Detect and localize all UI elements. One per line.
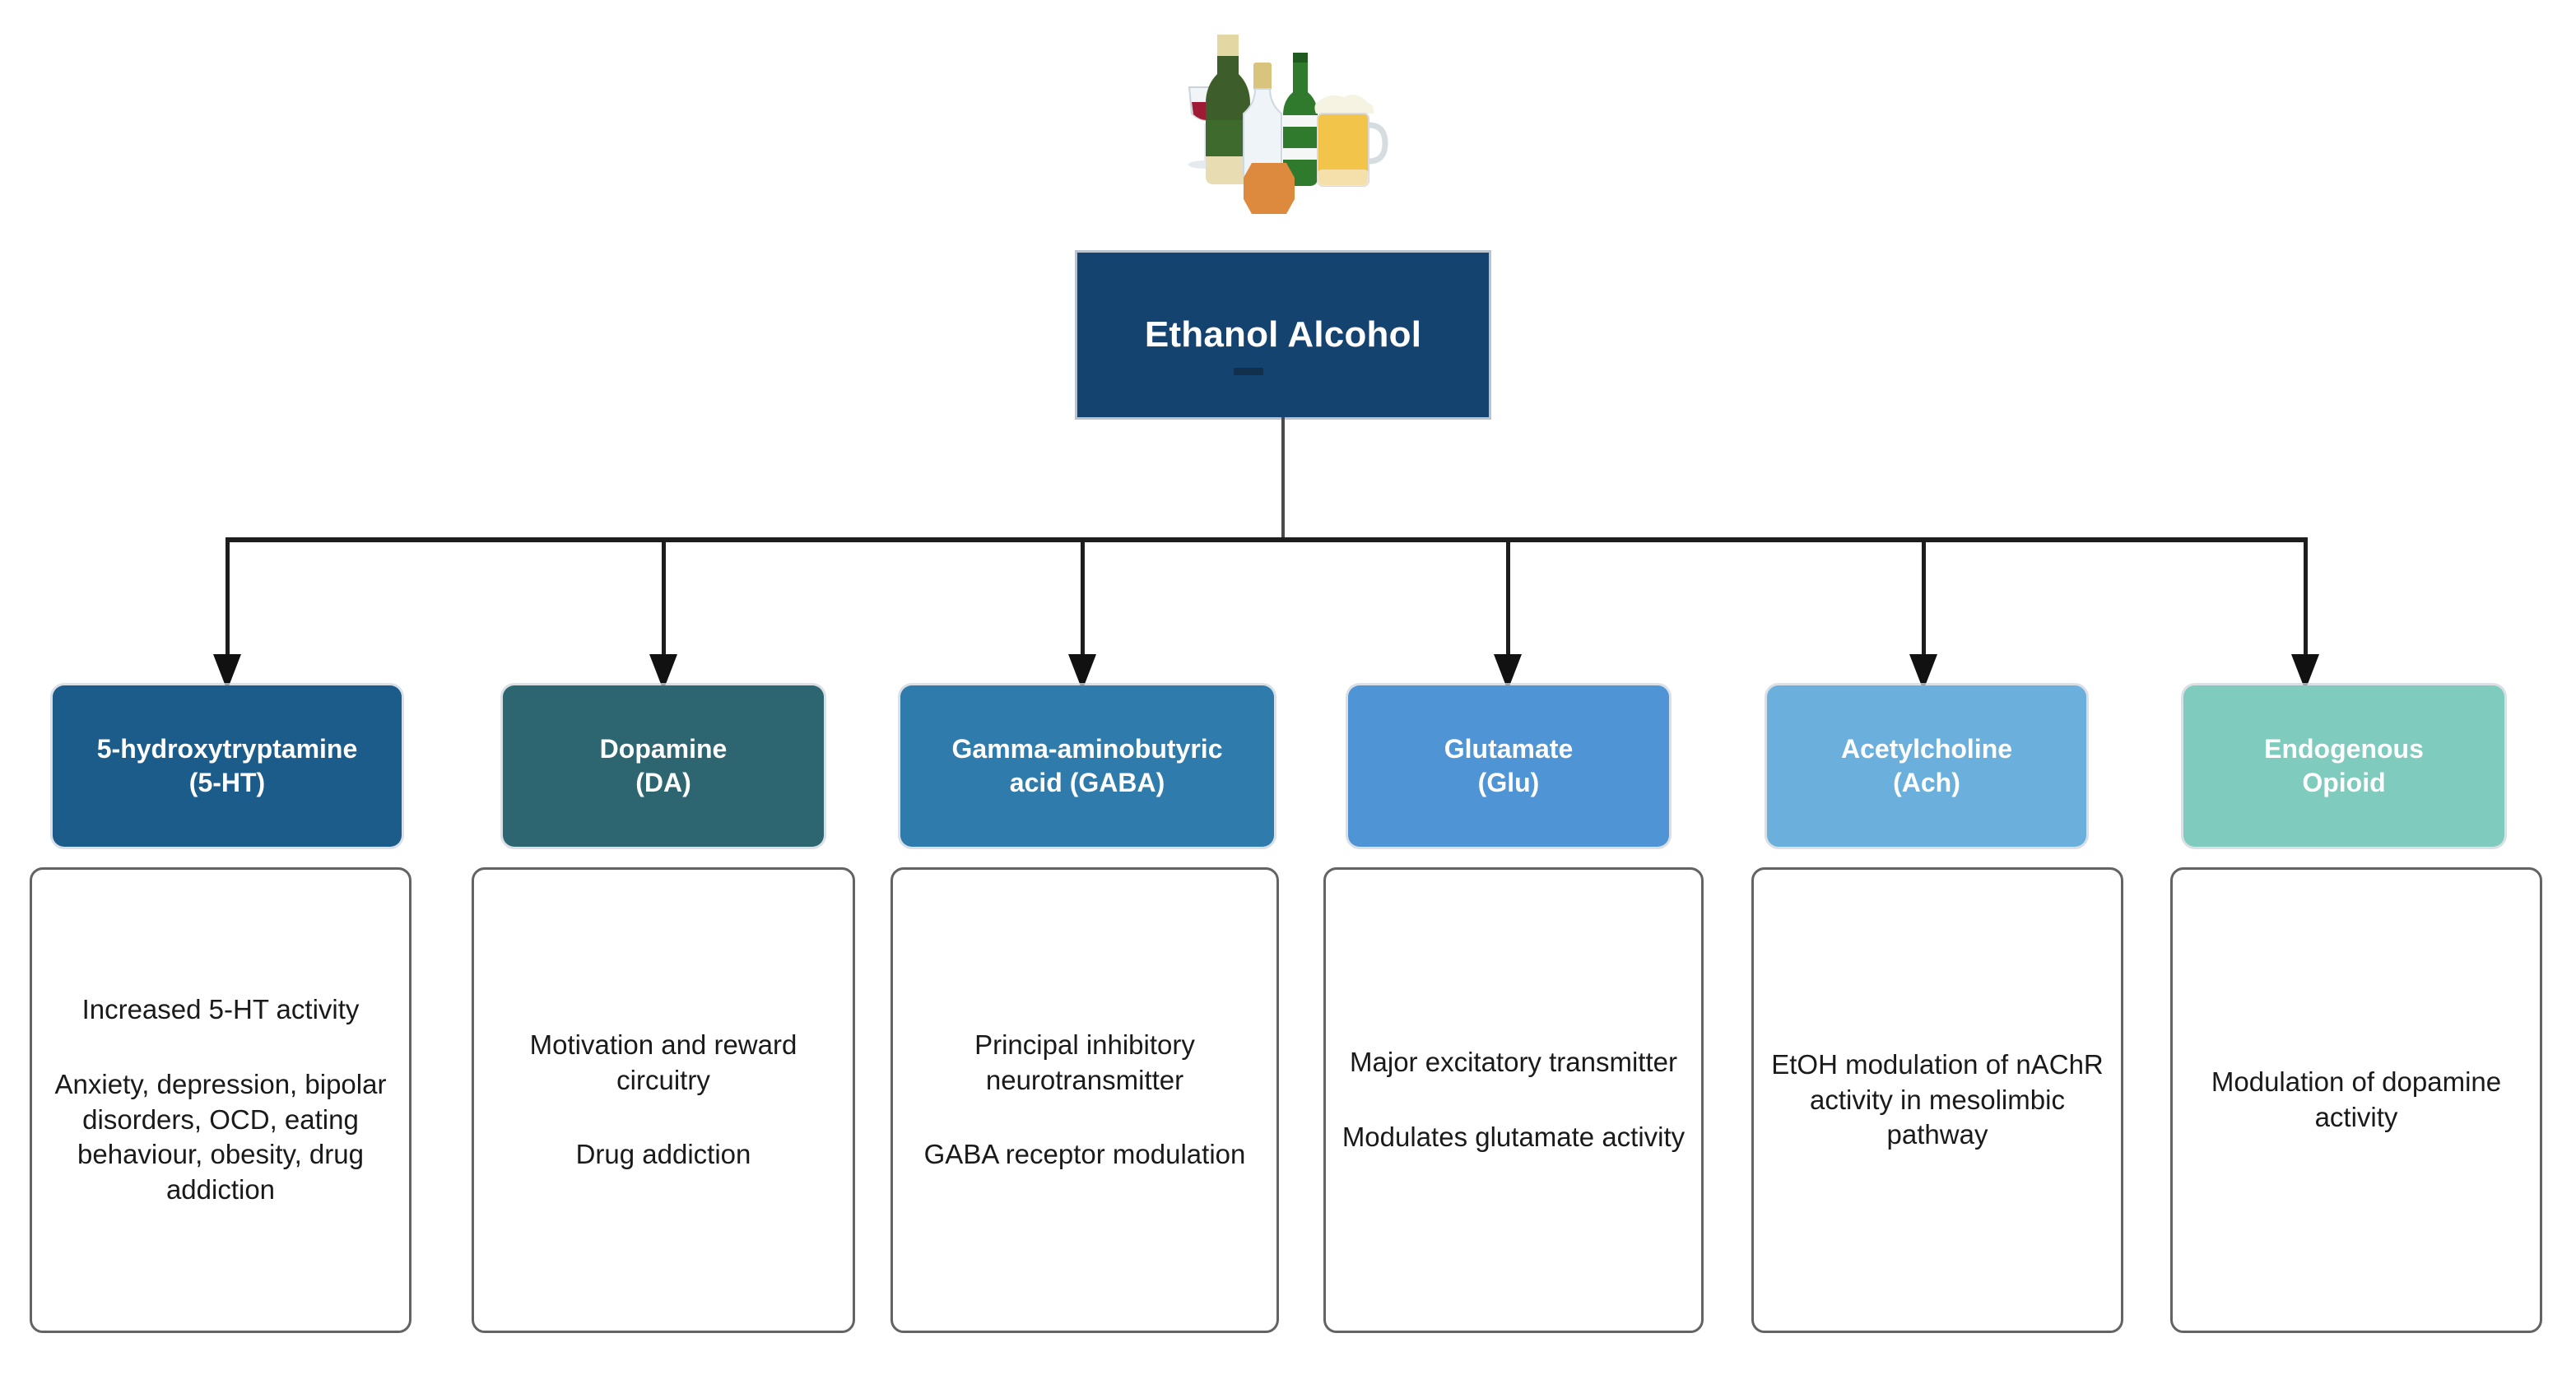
description-paragraph: GABA receptor modulation — [923, 1139, 1246, 1170]
arrowhead-endogenous-opioid — [2291, 654, 2319, 690]
connector-horizontal-bus — [226, 537, 2308, 542]
root-node-ethanol-alcohol[interactable]: Ethanol Alcohol — [1077, 253, 1489, 417]
header-label-acetylcholine: Acetylcholine (Ach) — [1841, 732, 2012, 800]
header-label-line1: Gamma-aminobutyric — [951, 734, 1223, 764]
beer-bottle-icon — [1283, 53, 1318, 186]
header-label-line1: 5-hydroxytryptamine — [96, 734, 358, 764]
description-paragraph: Drug addiction — [575, 1139, 751, 1170]
column-dopamine: Dopamine (DA) Motivation and reward circ… — [0, 685, 855, 1333]
description-box-dopamine: Motivation and reward circuitry Drug add… — [472, 867, 855, 1333]
connector-drop-glutamate — [1506, 537, 1510, 661]
connector-drop-endogenous-opioid — [2304, 537, 2308, 661]
header-label-line1: Endogenous — [2264, 734, 2424, 764]
column-endogenous-opioid: Endogenous Opioid Modulation of dopamine… — [0, 685, 2542, 1333]
arrowhead-dopamine — [649, 654, 677, 690]
alcoholic-beverages-illustration — [1165, 16, 1411, 263]
connector-drop-acetylcholine — [1922, 537, 1926, 661]
header-label-line1: Glutamate — [1444, 734, 1574, 764]
header-box-endogenous-opioid[interactable]: Endogenous Opioid — [2183, 685, 2504, 847]
root-node-mark — [1234, 368, 1263, 375]
header-label-line2: (DA) — [635, 768, 691, 797]
connector-root-stem — [1281, 417, 1285, 541]
cork-icon — [1244, 163, 1295, 214]
arrowhead-acetylcholine — [1909, 654, 1937, 690]
header-box-acetylcholine[interactable]: Acetylcholine (Ach) — [1767, 685, 2086, 847]
header-label-line1: Dopamine — [599, 734, 728, 764]
column-acetylcholine: Acetylcholine (Ach) EtOH modulation of n… — [0, 685, 2123, 1333]
description-box-acetylcholine: EtOH modulation of nAChR activity in mes… — [1751, 867, 2123, 1333]
description-box-glutamate: Major excitatory transmitter Modulates g… — [1323, 867, 1704, 1333]
header-label-line2: (Glu) — [1477, 768, 1540, 797]
description-paragraph: Modulation of dopamine activity — [2211, 1066, 2502, 1132]
header-label-dopamine: Dopamine (DA) — [600, 732, 728, 800]
header-label-serotonin: 5-hydroxytryptamine (5-HT) — [97, 732, 358, 800]
header-label-line2: acid (GABA) — [1009, 768, 1165, 797]
header-label-line2: (Ach) — [1893, 768, 1960, 797]
connector-drop-serotonin — [226, 537, 230, 661]
arrowhead-gaba — [1068, 654, 1096, 690]
header-box-gaba[interactable]: Gamma-aminobutyric acid (GABA) — [900, 685, 1274, 847]
header-label-line1: Acetylcholine — [1840, 734, 2013, 764]
description-paragraph: EtOH modulation of nAChR activity in mes… — [1771, 1048, 2104, 1150]
header-label-gaba: Gamma-aminobutyric acid (GABA) — [952, 732, 1223, 800]
beer-mug-icon — [1314, 95, 1388, 187]
column-serotonin: 5-hydroxytryptamine (5-HT) Increased 5-H… — [0, 685, 412, 1333]
description-paragraph: Major excitatory transmitter — [1350, 1047, 1677, 1078]
arrowhead-glutamate — [1494, 654, 1522, 690]
header-label-line2: (5-HT) — [188, 768, 266, 797]
champagne-bottle-icon — [1206, 35, 1250, 184]
connector-drop-dopamine — [662, 537, 666, 661]
arrowhead-serotonin — [213, 654, 241, 690]
description-paragraph: Modulates glutamate activity — [1341, 1122, 1686, 1152]
description-paragraph: Motivation and reward circuitry — [529, 1029, 797, 1095]
description-paragraph: Increased 5-HT activity — [81, 993, 360, 1024]
header-box-serotonin[interactable]: 5-hydroxytryptamine (5-HT) — [53, 685, 402, 847]
header-box-dopamine[interactable]: Dopamine (DA) — [503, 685, 824, 847]
liquor-bottle-icon — [1243, 63, 1282, 182]
description-paragraph: Anxiety, depression, bipolar disorders, … — [54, 1068, 387, 1205]
header-box-glutamate[interactable]: Glutamate (Glu) — [1348, 685, 1669, 847]
description-box-gaba: Principal inhibitory neurotransmitter GA… — [890, 867, 1279, 1333]
header-label-glutamate: Glutamate (Glu) — [1444, 732, 1573, 800]
column-gaba: Gamma-aminobutyric acid (GABA) Principal… — [0, 685, 1279, 1333]
connector-drop-gaba — [1081, 537, 1085, 661]
header-label-line2: Opioid — [2302, 768, 2386, 797]
description-paragraph: Principal inhibitory neurotransmitter — [974, 1029, 1195, 1095]
column-glutamate: Glutamate (Glu) Major excitatory transmi… — [0, 685, 1704, 1333]
header-label-endogenous-opioid: Endogenous Opioid — [2264, 732, 2424, 800]
description-box-endogenous-opioid: Modulation of dopamine activity — [2170, 867, 2542, 1333]
root-node-label: Ethanol Alcohol — [1144, 314, 1422, 355]
description-box-serotonin: Increased 5-HT activity Anxiety, depress… — [30, 867, 412, 1333]
